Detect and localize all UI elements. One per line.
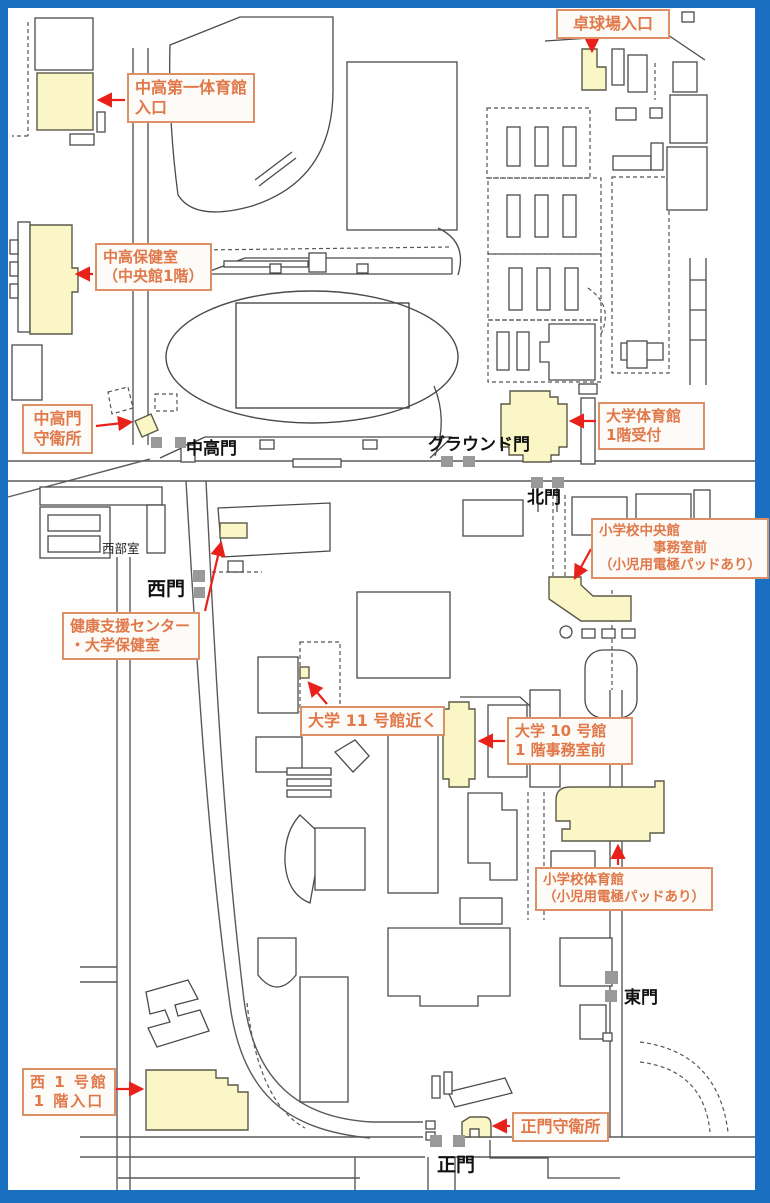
aed-building-chuko-hokenshitsu <box>29 224 79 335</box>
gate-label-higashimon: 東門 <box>624 988 658 1008</box>
aed-building-daigaku-10-gokan <box>442 701 476 788</box>
gate-square-ground-mon <box>463 456 475 467</box>
callout-line: 正門守衛所 <box>520 1117 601 1136</box>
gate-square-kitamon <box>531 477 543 488</box>
callout-line: 大学体育館 <box>606 407 682 425</box>
callout-line: 大学 10 号館 <box>515 722 607 740</box>
callout-takkyujo-iriguchi: 卓球場入口 <box>556 9 670 39</box>
callout-line: （小児用電極パッドあり） <box>543 888 705 905</box>
callout-chukomon-shueisho: 中高門 守衛所 <box>22 404 93 454</box>
callout-shogakko-taiikukan: 小学校体育館 （小児用電極パッドあり） <box>535 867 713 911</box>
aed-building-chuko-daiichi-taiikukan <box>36 72 94 131</box>
callout-daigaku-11-gokan: 大学 11 号館近く <box>300 706 446 736</box>
callout-daigaku-10-gokan: 大学 10 号館 1 階事務室前 <box>507 717 633 765</box>
gate-square-nishimon <box>193 570 205 582</box>
callout-line: 1 階事務室前 <box>515 740 606 759</box>
gate-square-seimon <box>453 1135 465 1147</box>
map-text-seibushitsu: 西部室 <box>102 541 140 556</box>
arrow-daigaku-11 <box>307 681 328 705</box>
gate-square-higashimon <box>605 971 618 984</box>
callout-line: 事務室前 <box>653 539 707 556</box>
callout-line: 中高門 <box>33 409 82 428</box>
gate-square-ground-mon <box>441 456 453 467</box>
gate-square-nishimon <box>194 587 205 598</box>
callout-line: 入口 <box>135 98 168 117</box>
gate-square-higashimon <box>605 990 617 1002</box>
callout-line: 西 1 号館 <box>30 1073 108 1091</box>
gate-squares <box>151 437 618 1147</box>
callout-shogakko-chuokan: 小学校中央館 事務室前 （小児用電極パッドあり） <box>591 518 769 579</box>
gate-label-ground-mon: グラウンド門 <box>428 435 530 455</box>
gate-label-kitamon: 北門 <box>527 488 561 508</box>
aed-building-daigaku-taiikukan <box>500 390 568 463</box>
gate-square-chukomon <box>151 437 162 448</box>
callout-line: 1階受付 <box>606 425 662 444</box>
callout-line: 小学校体育館 <box>543 872 624 888</box>
callout-line: 卓球場入口 <box>572 14 653 33</box>
callout-nishi-1-gokan: 西 1 号館 1 階入口 <box>22 1068 116 1116</box>
aed-building-kenko-shien-center <box>219 522 248 539</box>
gate-label-seimon: 正門 <box>437 1154 476 1176</box>
arrow-shogakko-chuokan <box>573 548 592 581</box>
gate-label-chukomon: 中高門 <box>186 439 237 459</box>
aed-building-daigaku-11-gokan <box>299 666 310 679</box>
aed-building-nishi-1-gokan <box>145 1069 249 1131</box>
callout-chuko-hokenshitsu: 中高保健室 （中央館1階） <box>95 243 212 291</box>
callout-line: （小児用電極パッドあり） <box>599 556 761 573</box>
pointer-arrows <box>74 37 626 1134</box>
callout-line: 守衛所 <box>33 429 82 448</box>
aed-buildings <box>29 48 665 1138</box>
gate-label-nishimon: 西門 <box>147 578 186 600</box>
callout-seimon-shueisho: 正門守衛所 <box>512 1112 609 1142</box>
aed-building-chukomon-shueisho <box>134 413 159 438</box>
callout-line: 大学 11 号館近く <box>308 711 438 730</box>
arrow-kenko-shien <box>203 540 226 612</box>
callout-kenko-shien-center: 健康支援センター ・大学保健室 <box>62 612 200 660</box>
callout-chuko-daiichi-taiikukan: 中高第一体育館 入口 <box>127 73 256 123</box>
gate-square-kitamon <box>552 477 564 488</box>
arrow-chukomon-shueisho <box>95 415 134 432</box>
aed-building-shogakko-taiikukan <box>555 780 665 842</box>
aed-building-seimon-shueisho <box>461 1116 492 1138</box>
callout-daigaku-taiikukan: 大学体育館 1階受付 <box>598 402 705 450</box>
callout-line: 中高第一体育館 <box>135 78 248 97</box>
gate-square-chukomon <box>175 437 186 448</box>
athletics-track <box>165 290 459 424</box>
callout-line: （中央館1階） <box>103 266 204 285</box>
callout-line: 中高保健室 <box>103 248 179 266</box>
white-buildings <box>9 11 711 1179</box>
callout-line: 健康支援センター <box>70 617 191 635</box>
callout-line: 1 階入口 <box>33 1091 105 1110</box>
gate-square-seimon <box>430 1135 442 1147</box>
roads <box>7 48 755 1190</box>
callout-line: 小学校中央館 <box>599 523 680 539</box>
callout-line: ・大学保健室 <box>70 635 161 654</box>
